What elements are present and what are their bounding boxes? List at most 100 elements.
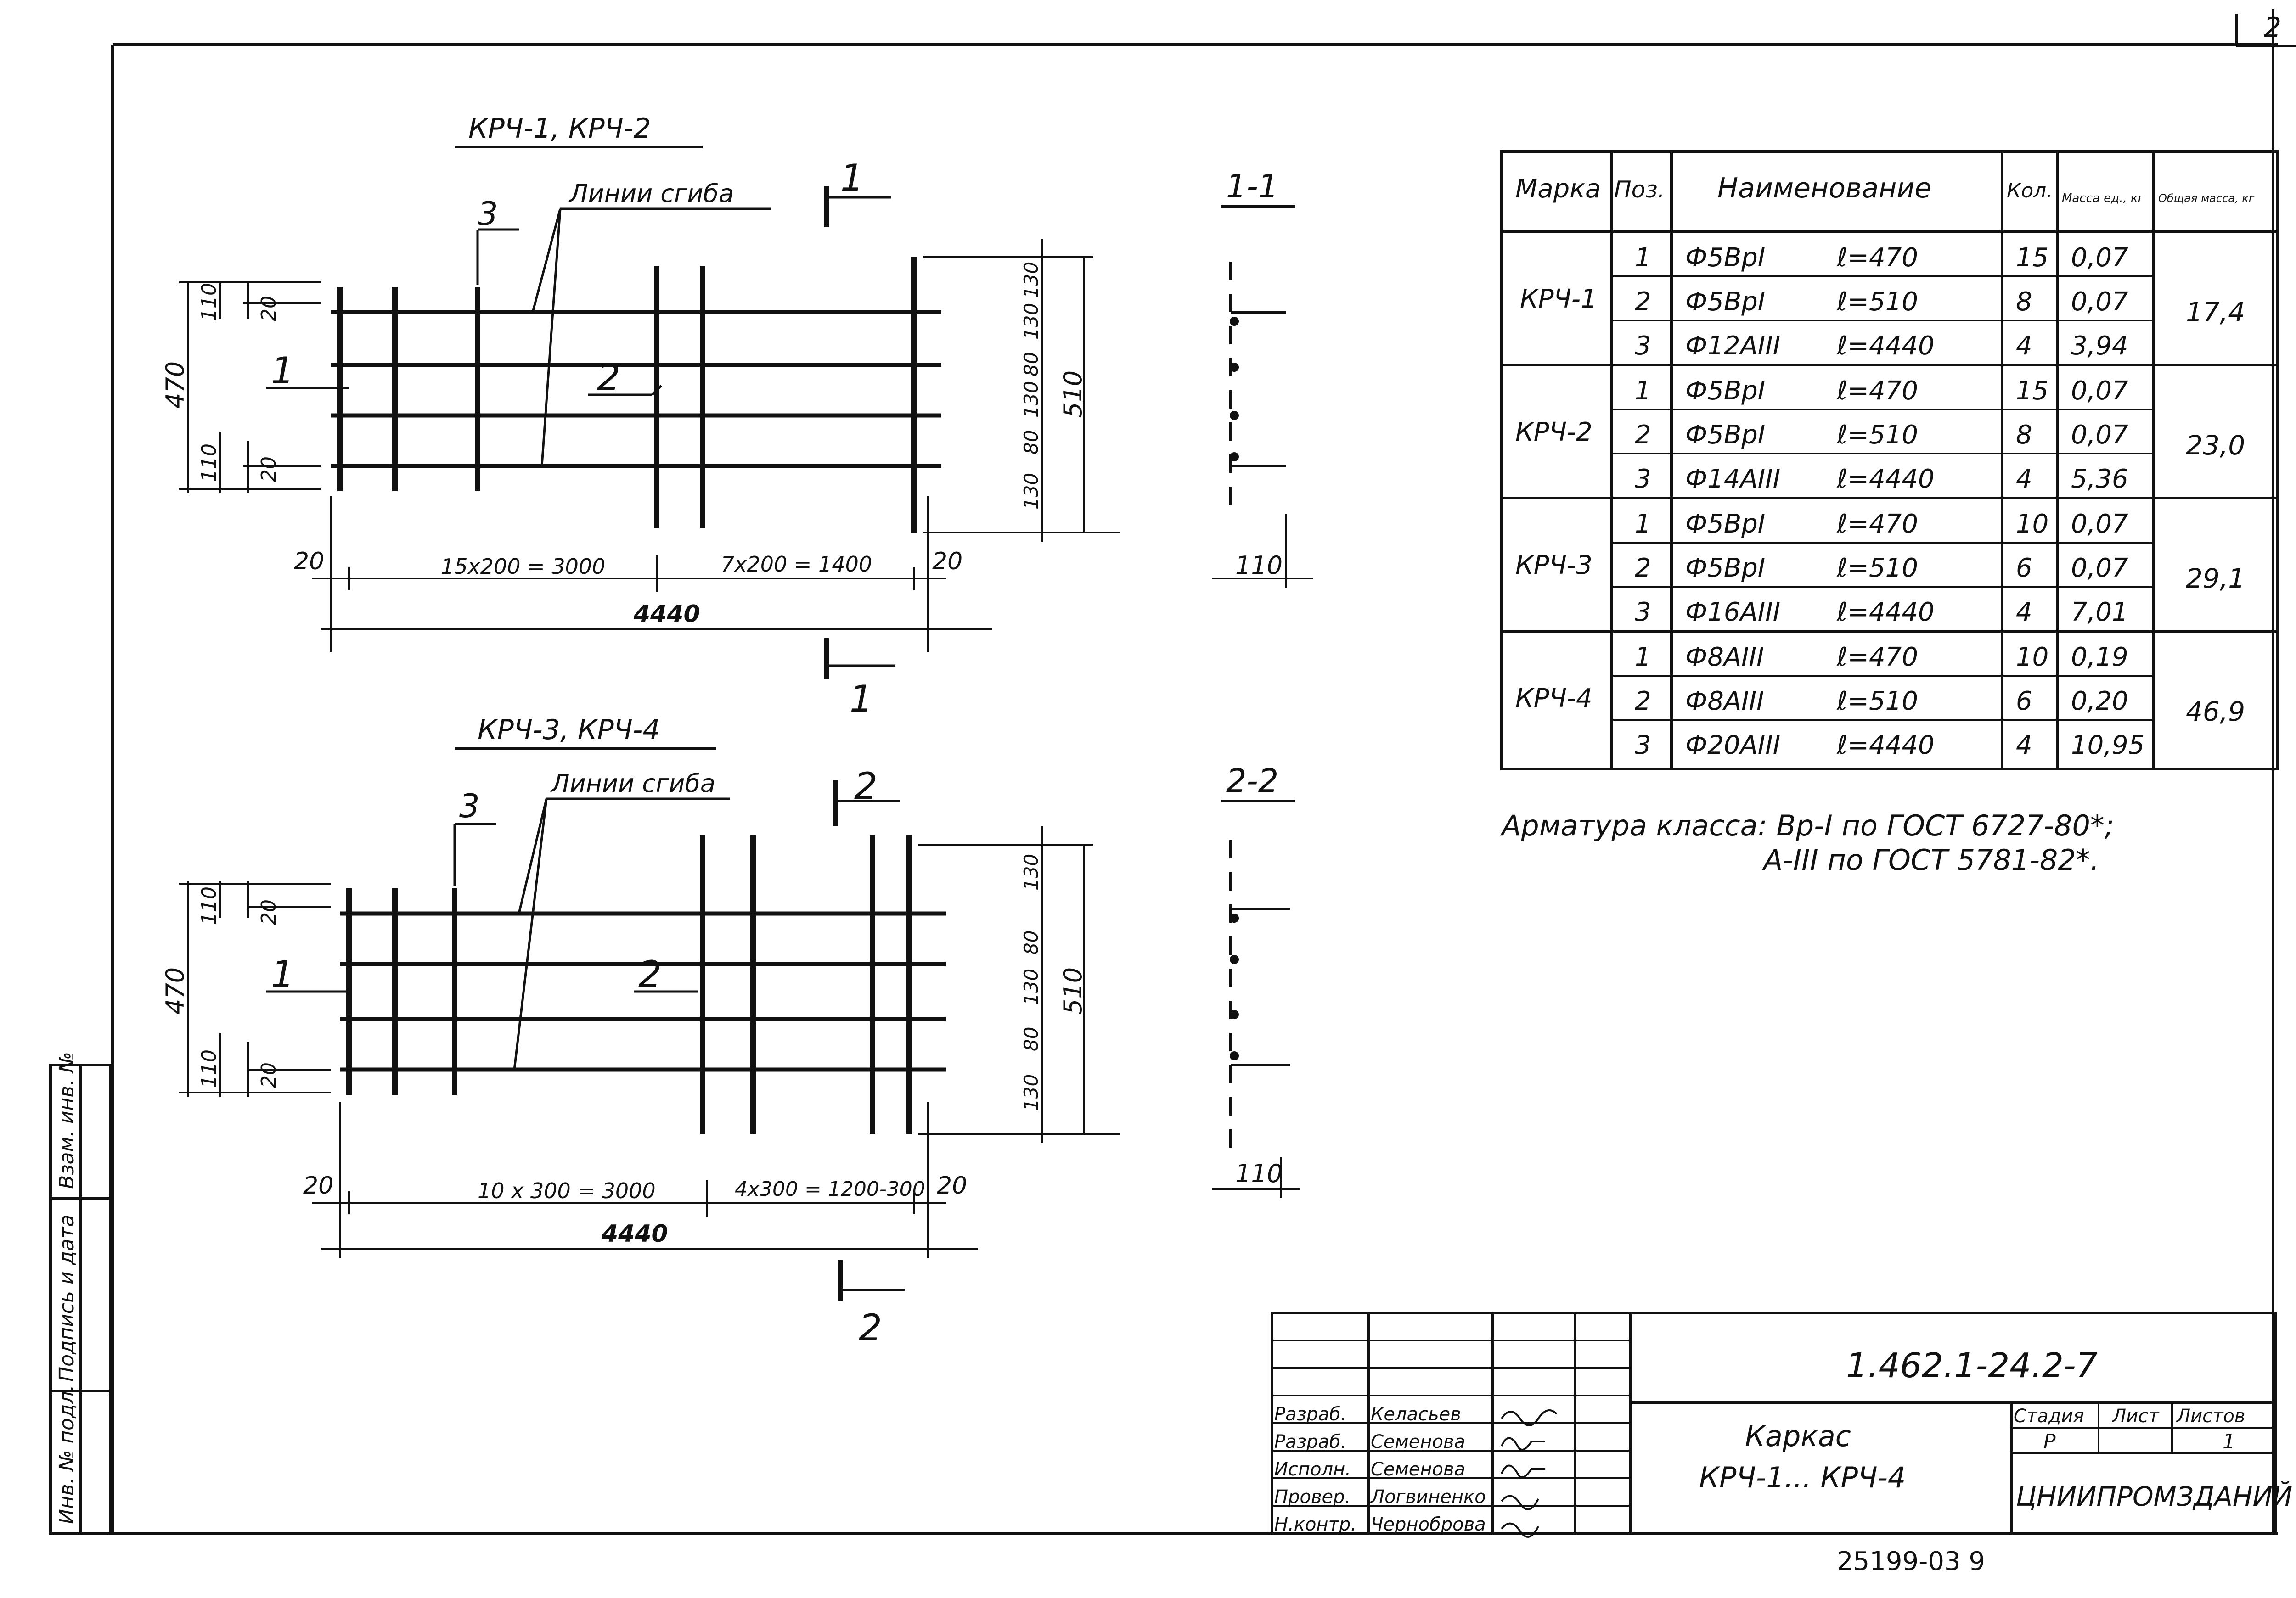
spec-pos: 1 xyxy=(1635,509,1651,539)
drawing1-cut-mark-bottom: 1 xyxy=(850,678,873,720)
drawing1-dim-510: 510 xyxy=(1058,370,1087,418)
spec-unit-mass: 0,07 xyxy=(2071,509,2128,539)
spec-length: ℓ=470 xyxy=(1836,642,1918,672)
spec-unit-mass: 0,19 xyxy=(2071,642,2128,672)
stage-value: Р xyxy=(2043,1430,2056,1453)
spec-name: Ф8АIII xyxy=(1685,686,1764,716)
spec-pos: 3 xyxy=(1635,730,1651,760)
spec-name: Ф14АIII xyxy=(1685,464,1780,494)
side-stamp: Инв. № подл. Подпись и дата Взам. инв. № xyxy=(49,1052,112,1535)
drawing2-pos2: 2 xyxy=(638,953,662,996)
drawing2-dim-80-b: 80 xyxy=(1020,1027,1042,1051)
spec-qty: 4 xyxy=(2016,464,2032,494)
drawing1-dim-20-bot: 20 xyxy=(257,456,281,482)
drawing2-dim-spacing2: 4х300 = 1200-300 xyxy=(735,1177,925,1201)
spec-name: Ф8АIII xyxy=(1685,642,1764,672)
spec-length: ℓ=470 xyxy=(1836,376,1918,406)
spec-pos: 3 xyxy=(1635,597,1651,627)
drawing2-dim-130-c: 130 xyxy=(1020,969,1042,1005)
spec-qty: 8 xyxy=(2016,287,2032,317)
spec-unit-mass: 0,07 xyxy=(2071,287,2128,317)
spec-name: Ф16АIII xyxy=(1685,597,1780,627)
spec-pos: 2 xyxy=(1635,287,1651,317)
archive-number: 25199-03 9 xyxy=(1837,1547,1985,1576)
spec-unit-mass: 7,01 xyxy=(2071,597,2128,627)
drawing2-dim-20-right: 20 xyxy=(937,1172,967,1200)
stamp-person: Семенова xyxy=(1371,1431,1465,1452)
drawing2-dim-spacing1: 10 х 300 = 3000 xyxy=(478,1178,656,1203)
spec-qty: 4 xyxy=(2016,597,2032,627)
stage-label: Стадия xyxy=(2014,1406,2084,1427)
drawing1-cross-bars xyxy=(337,257,917,533)
spec-qty: 8 xyxy=(2016,420,2032,450)
spec-name: Ф5ВрI xyxy=(1685,509,1765,539)
stamp-person: Логвиненко xyxy=(1370,1486,1486,1508)
spec-length: ℓ=510 xyxy=(1836,553,1918,583)
section-2-2: 2-2 110 xyxy=(1212,762,1300,1198)
spec-unit-mass: 3,94 xyxy=(2071,331,2128,361)
spec-unit-mass: 5,36 xyxy=(2071,464,2128,494)
spec-pos: 1 xyxy=(1635,376,1651,406)
spec-length: ℓ=510 xyxy=(1836,420,1918,450)
drawing2-dim-20-left: 20 xyxy=(303,1172,333,1200)
section1-title: 1-1 xyxy=(1226,168,1278,205)
spec-pos: 3 xyxy=(1635,464,1651,494)
stamp-person: Семенова xyxy=(1371,1459,1465,1480)
drawing2-dim-110-bot: 110 xyxy=(197,1049,221,1088)
drawing-title-line2: КРЧ-1... КРЧ-4 xyxy=(1699,1461,1906,1494)
drawing-title-line1: Каркас xyxy=(1745,1419,1851,1453)
drawing1-bend-label: Линии сгиба xyxy=(568,179,734,208)
drawing1-dim-130-top: 130 xyxy=(1020,262,1042,298)
drawing1-dim-130-bot: 130 xyxy=(1020,473,1042,510)
spec-qty: 10 xyxy=(2016,509,2048,539)
stamp-person: Черноброва xyxy=(1371,1514,1486,1535)
drawing1-dim-130-c: 130 xyxy=(1020,381,1042,418)
sheets-value: 1 xyxy=(2223,1430,2235,1453)
spec-header-pos: Поз. xyxy=(1614,176,1665,203)
drawing2-long-bars xyxy=(340,911,946,1072)
drawing2-dim-total: 4440 xyxy=(601,1220,668,1248)
section2-title: 2-2 xyxy=(1226,762,1278,800)
spec-qty: 4 xyxy=(2016,331,2032,361)
spec-header-name: Наименование xyxy=(1717,172,1931,204)
spec-length: ℓ=470 xyxy=(1836,243,1918,273)
drawing2-cut-mark-bottom: 2 xyxy=(859,1306,882,1349)
spec-pos: 1 xyxy=(1635,642,1651,672)
side-stamp-vzam: Взам. инв. № xyxy=(55,1052,79,1189)
spec-header-total-mass: Общая масса, кг xyxy=(2158,192,2255,205)
spec-qty: 15 xyxy=(2016,376,2048,406)
spec-pos: 3 xyxy=(1635,331,1651,361)
spec-pos: 2 xyxy=(1635,420,1651,450)
signature-scribbles xyxy=(1501,1409,1558,1538)
stamp-role: Провер. xyxy=(1274,1486,1351,1508)
drawing2-cut-mark-top: 2 xyxy=(854,765,878,807)
stamp-role: Разраб. xyxy=(1274,1431,1346,1452)
drawing1-dim-110-bot: 110 xyxy=(197,443,221,482)
spec-total-mass: 46,9 xyxy=(2186,696,2245,727)
drawing2-pos3: 3 xyxy=(459,787,480,825)
spec-length: ℓ=510 xyxy=(1836,686,1918,716)
drawing1-dim-20-left: 20 xyxy=(294,548,324,575)
spec-total-mass: 23,0 xyxy=(2186,430,2245,461)
spec-unit-mass: 10,95 xyxy=(2071,730,2144,760)
spec-unit-mass: 0,07 xyxy=(2071,243,2128,273)
stamp-role: Разраб. xyxy=(1274,1404,1346,1425)
section1-dim: 110 xyxy=(1235,551,1283,580)
side-stamp-sign: Подпись и дата xyxy=(55,1215,79,1382)
drawing2-pos1: 1 xyxy=(271,953,294,996)
spec-name: Ф5ВрI xyxy=(1685,287,1765,317)
spec-length: ℓ=4440 xyxy=(1836,331,1935,361)
spec-total-mass: 29,1 xyxy=(2186,563,2245,594)
spec-qty: 15 xyxy=(2016,243,2048,273)
spec-name: Ф5ВрI xyxy=(1685,420,1765,450)
drawing1-pos2: 2 xyxy=(597,356,620,399)
spec-header-mark: Марка xyxy=(1515,174,1601,204)
spec-header-unit-mass: Масса ед., кг xyxy=(2062,191,2144,205)
organization: ЦНИИПРОМЗДАНИЙ xyxy=(2016,1480,2292,1512)
spec-pos: 1 xyxy=(1635,243,1651,273)
section2-dim: 110 xyxy=(1235,1159,1283,1188)
sheets-label: Листов xyxy=(2176,1406,2245,1427)
drawing1-dim-110-top: 110 xyxy=(197,283,221,321)
spec-length: ℓ=470 xyxy=(1836,509,1918,539)
